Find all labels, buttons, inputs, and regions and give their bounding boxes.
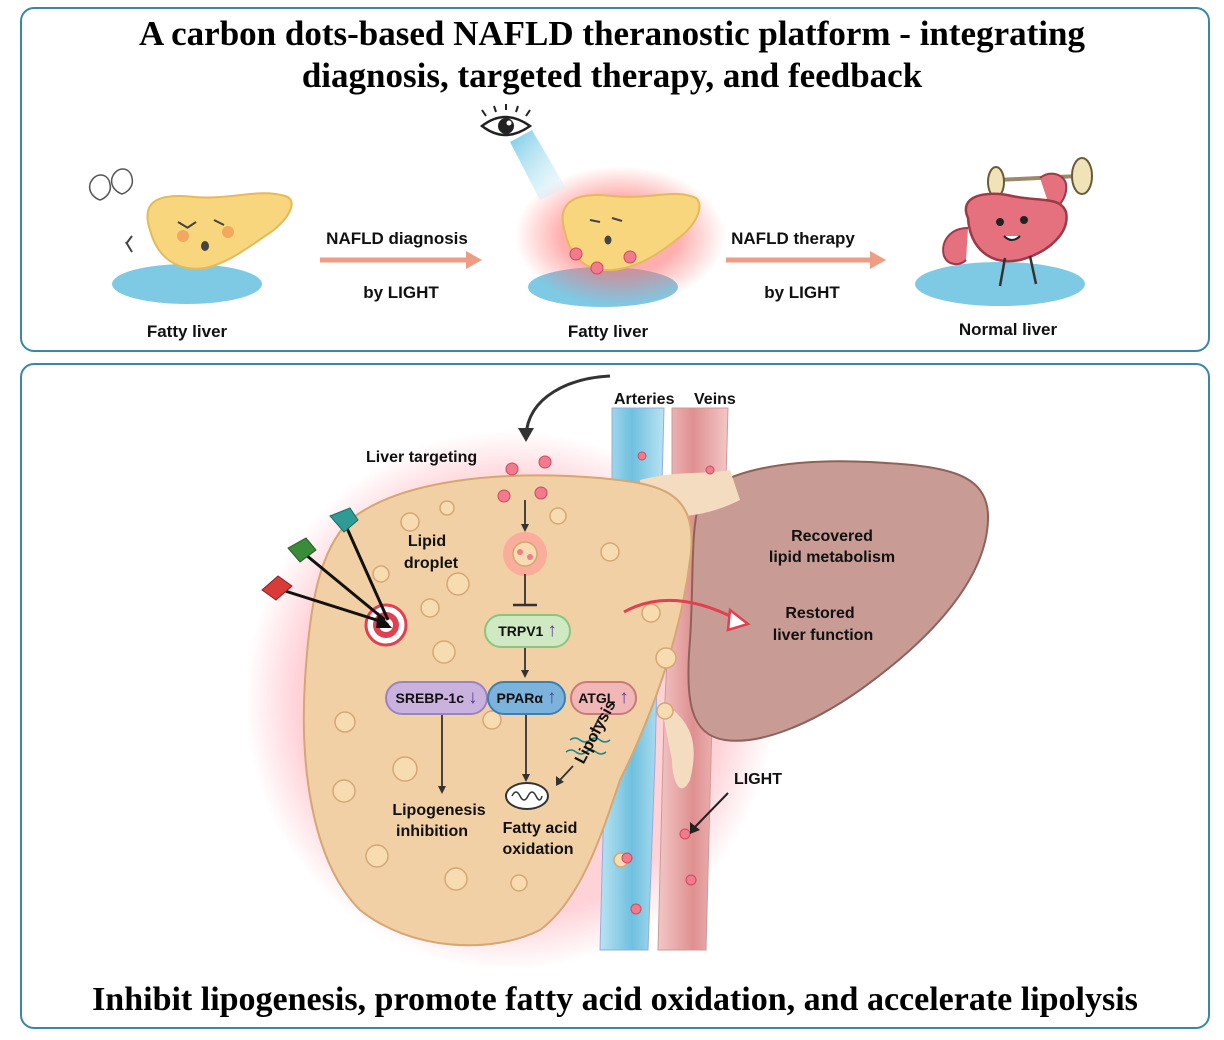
lipid-droplets xyxy=(332,500,677,892)
trpv1-label: TRPV1 xyxy=(498,623,544,639)
carbon-dots xyxy=(497,455,552,503)
arteries-label: Arteries xyxy=(614,391,675,408)
lipogenesis-line-2: inhibition xyxy=(396,823,468,840)
lipogenesis-line-1: Lipogenesis xyxy=(392,802,486,819)
recovered-line-1: Recovered xyxy=(791,528,873,545)
recovered-line-2: lipid metabolism xyxy=(768,549,896,566)
fao-line-2: oxidation xyxy=(502,841,574,858)
lipid-droplet-line-1: Lipid xyxy=(407,533,447,550)
step-1-line-1: NAFLD diagnosis xyxy=(326,229,468,248)
restored-line-1: Restored xyxy=(785,605,855,622)
down-arrow-icon: ↓ xyxy=(467,687,478,708)
veins-label: Veins xyxy=(694,391,736,408)
srebp-node: SREBP-1c ↓ xyxy=(385,681,488,715)
recovered-liver xyxy=(687,460,990,742)
eye-icon xyxy=(479,104,533,137)
srebp-label: SREBP-1c xyxy=(395,690,464,706)
stage-1-label: Fatty liver xyxy=(146,322,228,341)
footer-statement: Inhibit lipogenesis, promote fatty acid … xyxy=(92,981,1138,1018)
atgl-label: ATGL xyxy=(578,690,616,706)
step-2-line-1: NAFLD therapy xyxy=(731,229,855,248)
up-arrow-icon: ↑ xyxy=(547,620,557,641)
targeting-arrows xyxy=(281,525,390,624)
base-disc-1 xyxy=(112,264,262,304)
mitochondrion-icon xyxy=(505,782,549,810)
restored-line-2: liver function xyxy=(772,627,874,644)
trpv1-node: TRPV1 ↑ xyxy=(484,614,571,648)
atgl-node: ATGL ↑ xyxy=(570,681,637,715)
light-label: LIGHT xyxy=(734,771,782,788)
ghost-icon xyxy=(88,168,134,201)
ppara-label: PPARα xyxy=(496,690,543,706)
stage-3-label: Normal liver xyxy=(958,320,1058,339)
up-arrow-icon: ↑ xyxy=(619,687,629,708)
liver-targeting-label: Liver targeting xyxy=(366,449,478,466)
top-flow-illustration xyxy=(88,104,1093,307)
ppara-node: PPARα ↑ xyxy=(487,681,566,715)
title-line-2: diagnosis, targeted therapy, and feedbac… xyxy=(301,56,923,95)
step-1-line-2: by LIGHT xyxy=(363,283,439,302)
stage-2-label: Fatty liver xyxy=(567,322,649,341)
arrow-fletching xyxy=(261,507,359,601)
step-2-line-2: by LIGHT xyxy=(764,283,840,302)
light-beam xyxy=(510,130,566,200)
fatty-liver-2 xyxy=(561,192,701,272)
fatty-liver-1 xyxy=(146,192,293,270)
title-line-1: A carbon dots-based NAFLD theranostic pl… xyxy=(139,14,1085,53)
lipid-droplet-line-2: droplet xyxy=(403,555,459,572)
up-arrow-icon: ↑ xyxy=(546,687,557,708)
normal-liver xyxy=(942,157,1093,287)
fao-line-1: Fatty acid xyxy=(502,820,578,837)
